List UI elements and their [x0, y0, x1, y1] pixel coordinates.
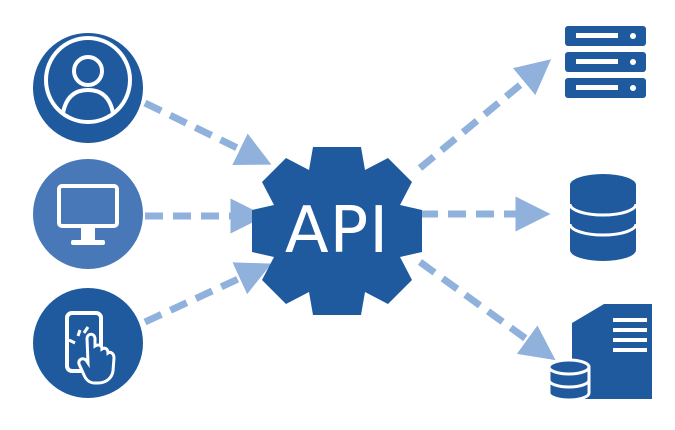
- server-with-database-icon: [547, 304, 652, 402]
- api-label: API: [285, 194, 389, 268]
- server-rack-icon: [565, 26, 646, 98]
- gear-icon: [252, 147, 422, 315]
- user-icon: [33, 33, 143, 143]
- database-icon: [568, 174, 638, 261]
- mobile-touch-icon: [33, 288, 143, 398]
- api-hub: API: [252, 147, 422, 315]
- connector-arrows: [143, 59, 556, 361]
- monitor-icon: [33, 159, 143, 269]
- arrow-api-to-server-db: [417, 259, 556, 361]
- arrow-mobile-to-api: [143, 262, 272, 326]
- arrow-user-to-api: [143, 99, 272, 166]
- arrow-api-to-servers: [417, 59, 552, 171]
